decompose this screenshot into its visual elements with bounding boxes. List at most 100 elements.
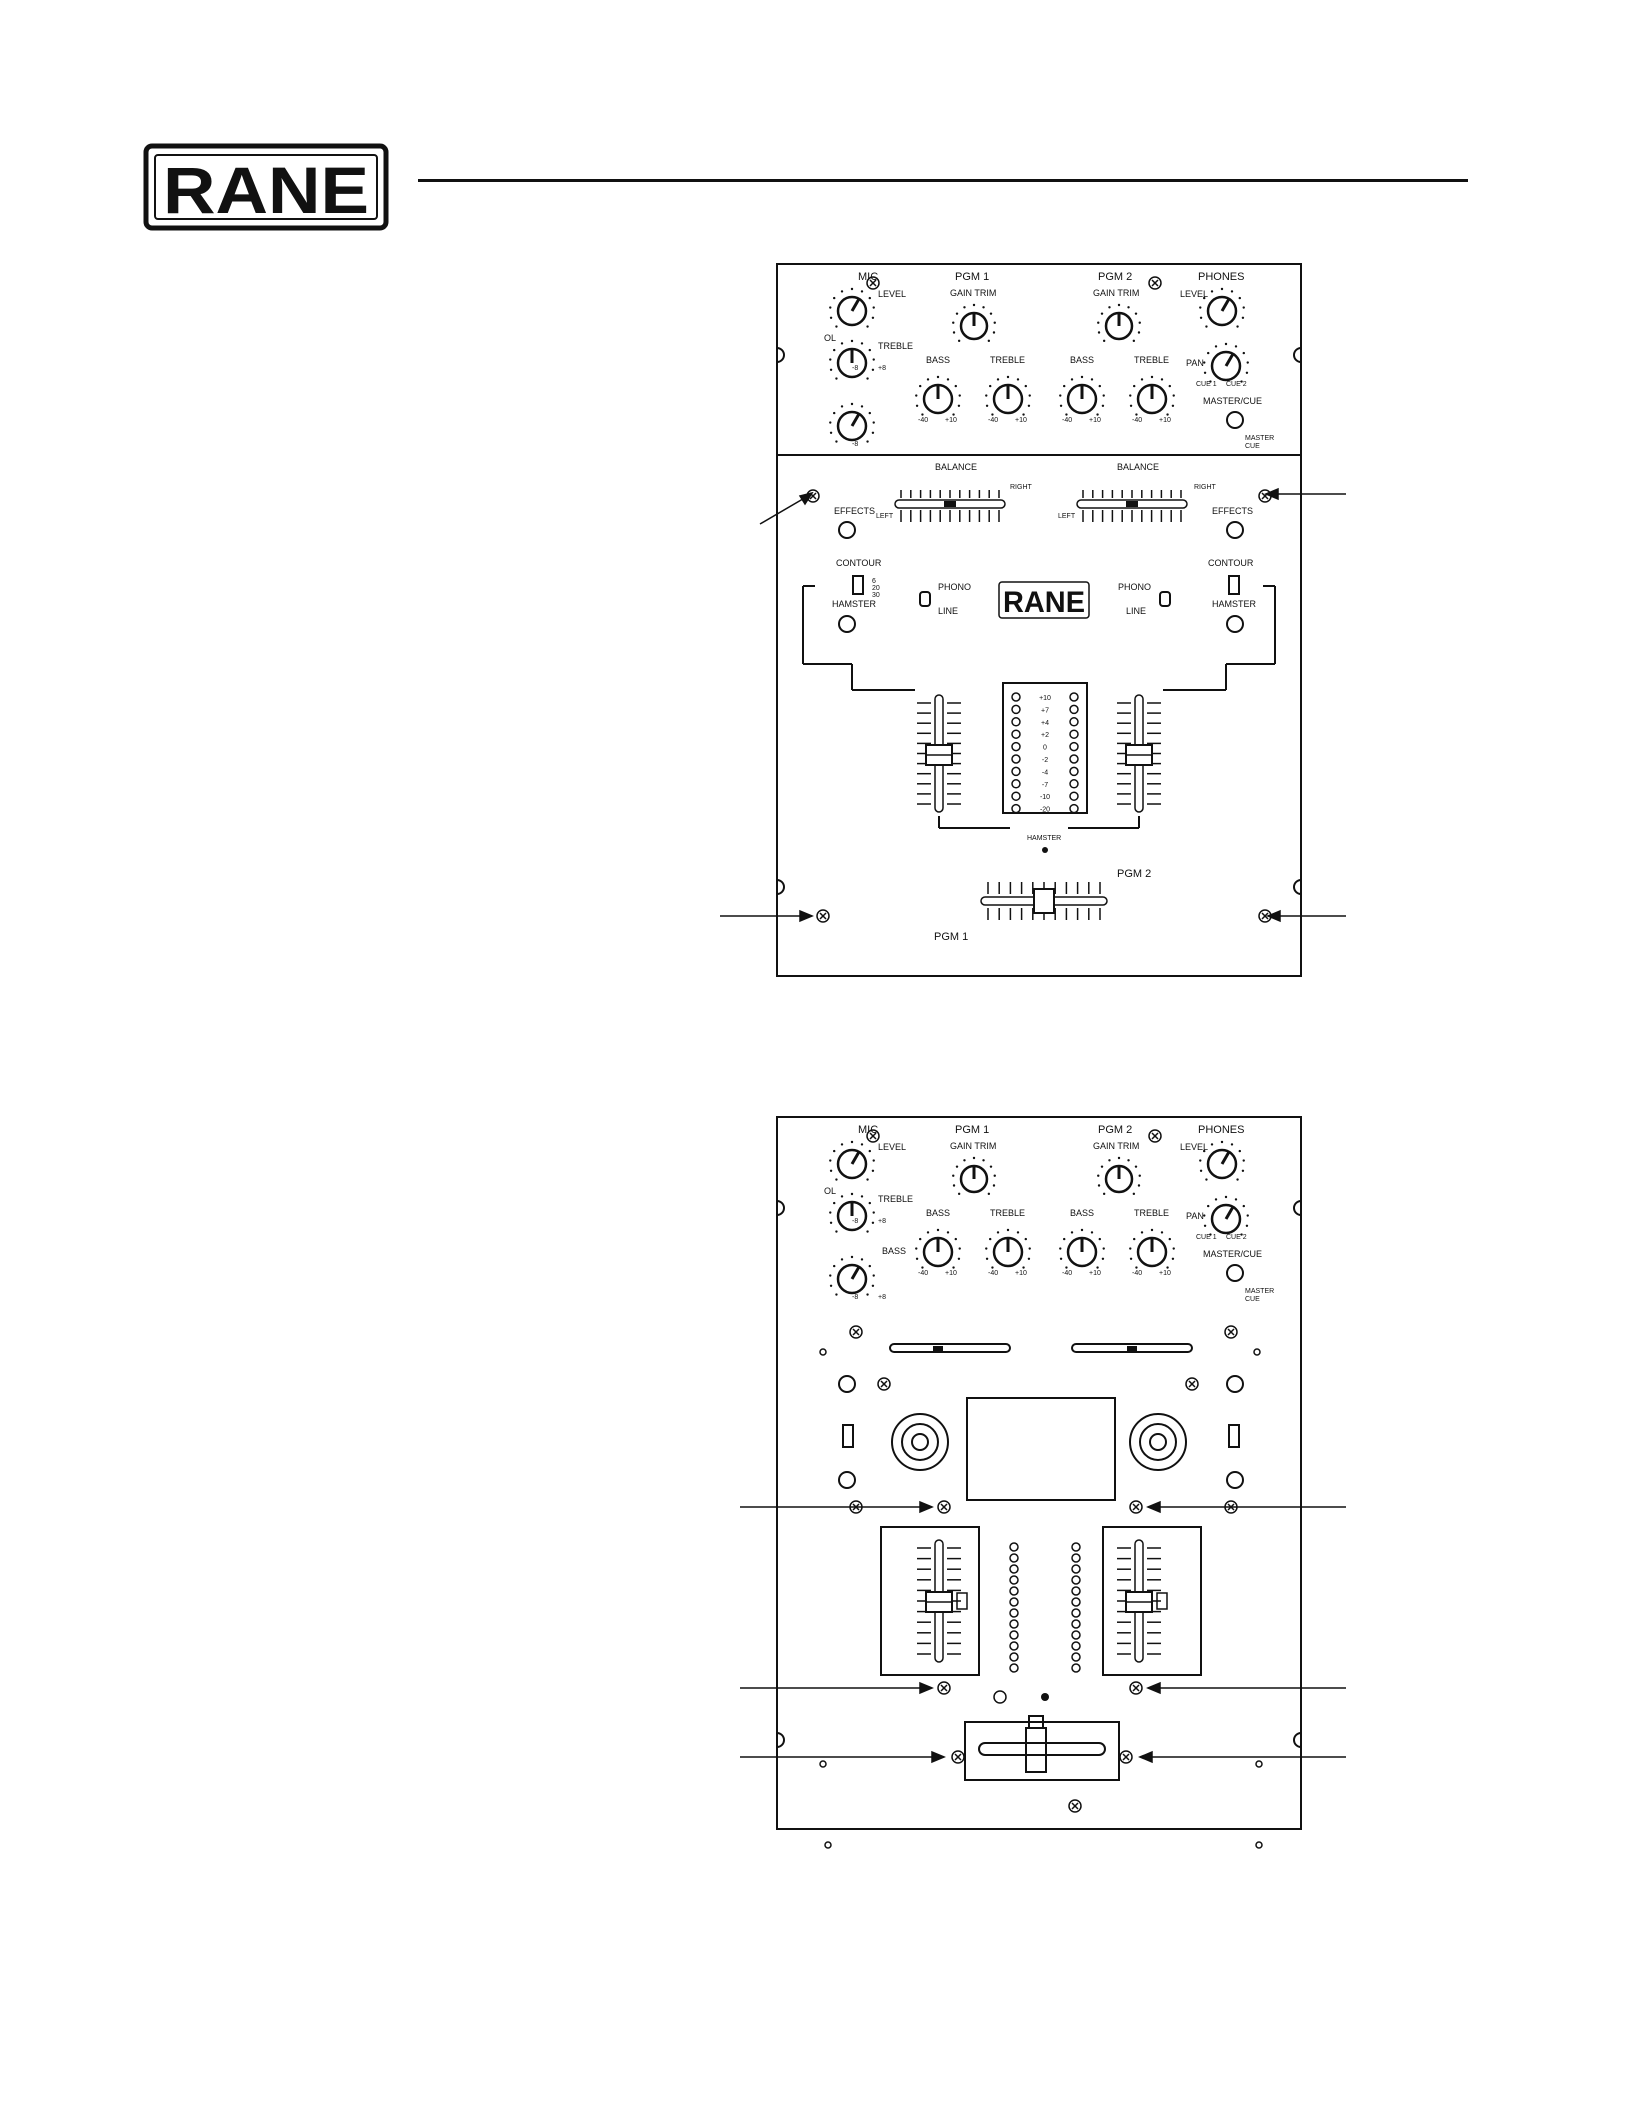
contour-switch-left-f2: [842, 1424, 854, 1448]
mic-label: MIC: [858, 271, 878, 283]
scale-plus10-2: +10: [1015, 417, 1027, 424]
hole-0: [819, 1348, 827, 1356]
pgm1-crossfader-label: PGM 1: [934, 931, 968, 943]
channel-fader-pgm2-f2: [1117, 1539, 1161, 1663]
master-cue-label: MASTER/CUE: [1203, 396, 1262, 406]
meter-led-left-f2: [1009, 1553, 1019, 1563]
led-indicator: [1041, 1693, 1049, 1701]
contour-6-label: 6: [872, 578, 876, 585]
meter-scale-label: +4: [1041, 720, 1049, 727]
pgm1-gain-knob-f2: [952, 1156, 996, 1196]
pgm1-treble-knob: [985, 375, 1031, 416]
meter-led-right-f2: [1071, 1553, 1081, 1563]
phones-label-f2: PHONES: [1198, 1124, 1244, 1136]
hamster-knob-right-f2: [1226, 1471, 1244, 1489]
phones-level-knob: [1199, 287, 1245, 328]
mic-treble-knob-f2: [829, 1192, 875, 1233]
hamster-label-right: HAMSTER: [1212, 599, 1257, 609]
mic-level-knob-f2: [829, 1140, 875, 1181]
meter-led-right-f2: [1071, 1564, 1081, 1574]
channel-fader-pgm2: [1117, 694, 1161, 813]
left-label-2: LEFT: [1058, 513, 1076, 520]
screw-f2-13: [1119, 1750, 1133, 1764]
ol-label-f2: OL: [824, 1186, 836, 1196]
meter-led-left-f2: [1009, 1586, 1019, 1596]
screw-f2-9: [1224, 1500, 1238, 1514]
effects-knob-left-f2: [838, 1375, 856, 1393]
line-label-left: LINE: [938, 606, 958, 616]
level-label-f2: LEVEL: [878, 1142, 906, 1152]
hamster-label-left: HAMSTER: [832, 599, 877, 609]
meter-led-left-f2: [1009, 1663, 1019, 1673]
meter-led-left: [1011, 741, 1021, 752]
faceplate-figure-1: MIC LEVEL OL TREBLE PGM 1 GAIN TRIM PGM …: [720, 263, 1346, 977]
meter-scale-label: -4: [1042, 769, 1048, 776]
scale-plus10-4: +10: [1159, 417, 1171, 424]
cue1-label-f2: CUE 1: [1196, 1234, 1217, 1241]
screw-f2-4: [877, 1377, 891, 1391]
meter-scale-label: +7: [1041, 707, 1049, 714]
meter-led-right: [1069, 717, 1079, 727]
scale-minus8-1: -8: [852, 365, 858, 372]
hole-right-bottom: [1255, 1760, 1263, 1768]
meter-scale-label: +2: [1041, 732, 1049, 739]
pgm2-gain-knob-f2: [1097, 1156, 1141, 1196]
balance-slider-right: [1076, 490, 1188, 522]
screw-f1-3: [1258, 489, 1272, 503]
meter-led-right: [1069, 754, 1079, 764]
scale-plus8-1-f2: +8: [878, 1218, 886, 1225]
balance-label-right: BALANCE: [1117, 462, 1159, 472]
screw-f2-11: [1129, 1681, 1143, 1695]
fader-tab-right: [1156, 1592, 1168, 1610]
meter-scale-label: +10: [1039, 695, 1051, 702]
meter-scale-label: -10: [1040, 794, 1050, 801]
logo-wordmark: RANE: [163, 153, 369, 227]
treble-label-2-f2: TREBLE: [1134, 1208, 1169, 1218]
pgm2-bass-knob: [1059, 375, 1105, 416]
hamster-knob-left-f2: [838, 1471, 856, 1489]
pgm2-label: PGM 2: [1098, 271, 1132, 283]
pgm2-gain-knob: [1097, 303, 1141, 343]
screw-f2-2: [849, 1325, 863, 1339]
phones-pan-knob: [1203, 342, 1249, 383]
hole-2: [824, 1841, 832, 1849]
scale-plus8-1: +8: [878, 365, 886, 372]
balance-slider-left: [894, 490, 1006, 522]
phones-level-knob-f2: [1199, 1140, 1245, 1181]
gain-trim-label-2-f2: GAIN TRIM: [1093, 1141, 1139, 1151]
treble-label-1: TREBLE: [990, 355, 1025, 365]
meter-led-right: [1069, 803, 1079, 814]
meter-led-right-f2: [1071, 1597, 1081, 1607]
screw-f2-1: [1148, 1129, 1162, 1143]
meter-led-right: [1069, 779, 1079, 789]
screw-f1-0: [866, 276, 880, 290]
fader-tab-left: [956, 1592, 968, 1610]
treble-label-2: TREBLE: [1134, 355, 1169, 365]
meter-led-left-f2: [1009, 1608, 1019, 1618]
scale-minus8-2: -8: [852, 441, 858, 448]
scale-minus40-1-f2: -40: [918, 1270, 928, 1277]
contour-label-right: CONTOUR: [1208, 558, 1254, 568]
phones-level-label-f2: LEVEL: [1180, 1142, 1208, 1152]
hole-left-bottom: [819, 1760, 827, 1768]
pgm1-label: PGM 1: [955, 271, 989, 283]
meter-led-left-f2: [1009, 1641, 1019, 1651]
meter-led-right: [1069, 704, 1079, 715]
scale-plus10-4-f2: +10: [1159, 1270, 1171, 1277]
right-label-2: RIGHT: [1194, 484, 1217, 491]
pgm1-treble-knob-f2: [985, 1228, 1031, 1269]
bass-label-1: BASS: [926, 355, 950, 365]
phono-line-switch-left: [919, 591, 931, 607]
scale-minus40-4-f2: -40: [1132, 1270, 1142, 1277]
scale-minus8-1-f2: -8: [852, 1218, 858, 1225]
rane-logo: RANE: [143, 143, 389, 231]
pgm1-bass-knob-f2: [915, 1228, 961, 1269]
screw-f2-7: [937, 1500, 951, 1514]
master-label: MASTER: [1245, 435, 1274, 442]
meter-scale-label: -20: [1040, 807, 1050, 814]
pgm2-treble-knob: [1129, 375, 1175, 416]
contour-switch-right: [1228, 575, 1240, 595]
line-label-right: LINE: [1126, 606, 1146, 616]
meter-led-right: [1069, 729, 1079, 739]
scale-minus8-2-f2: -8: [852, 1294, 858, 1301]
